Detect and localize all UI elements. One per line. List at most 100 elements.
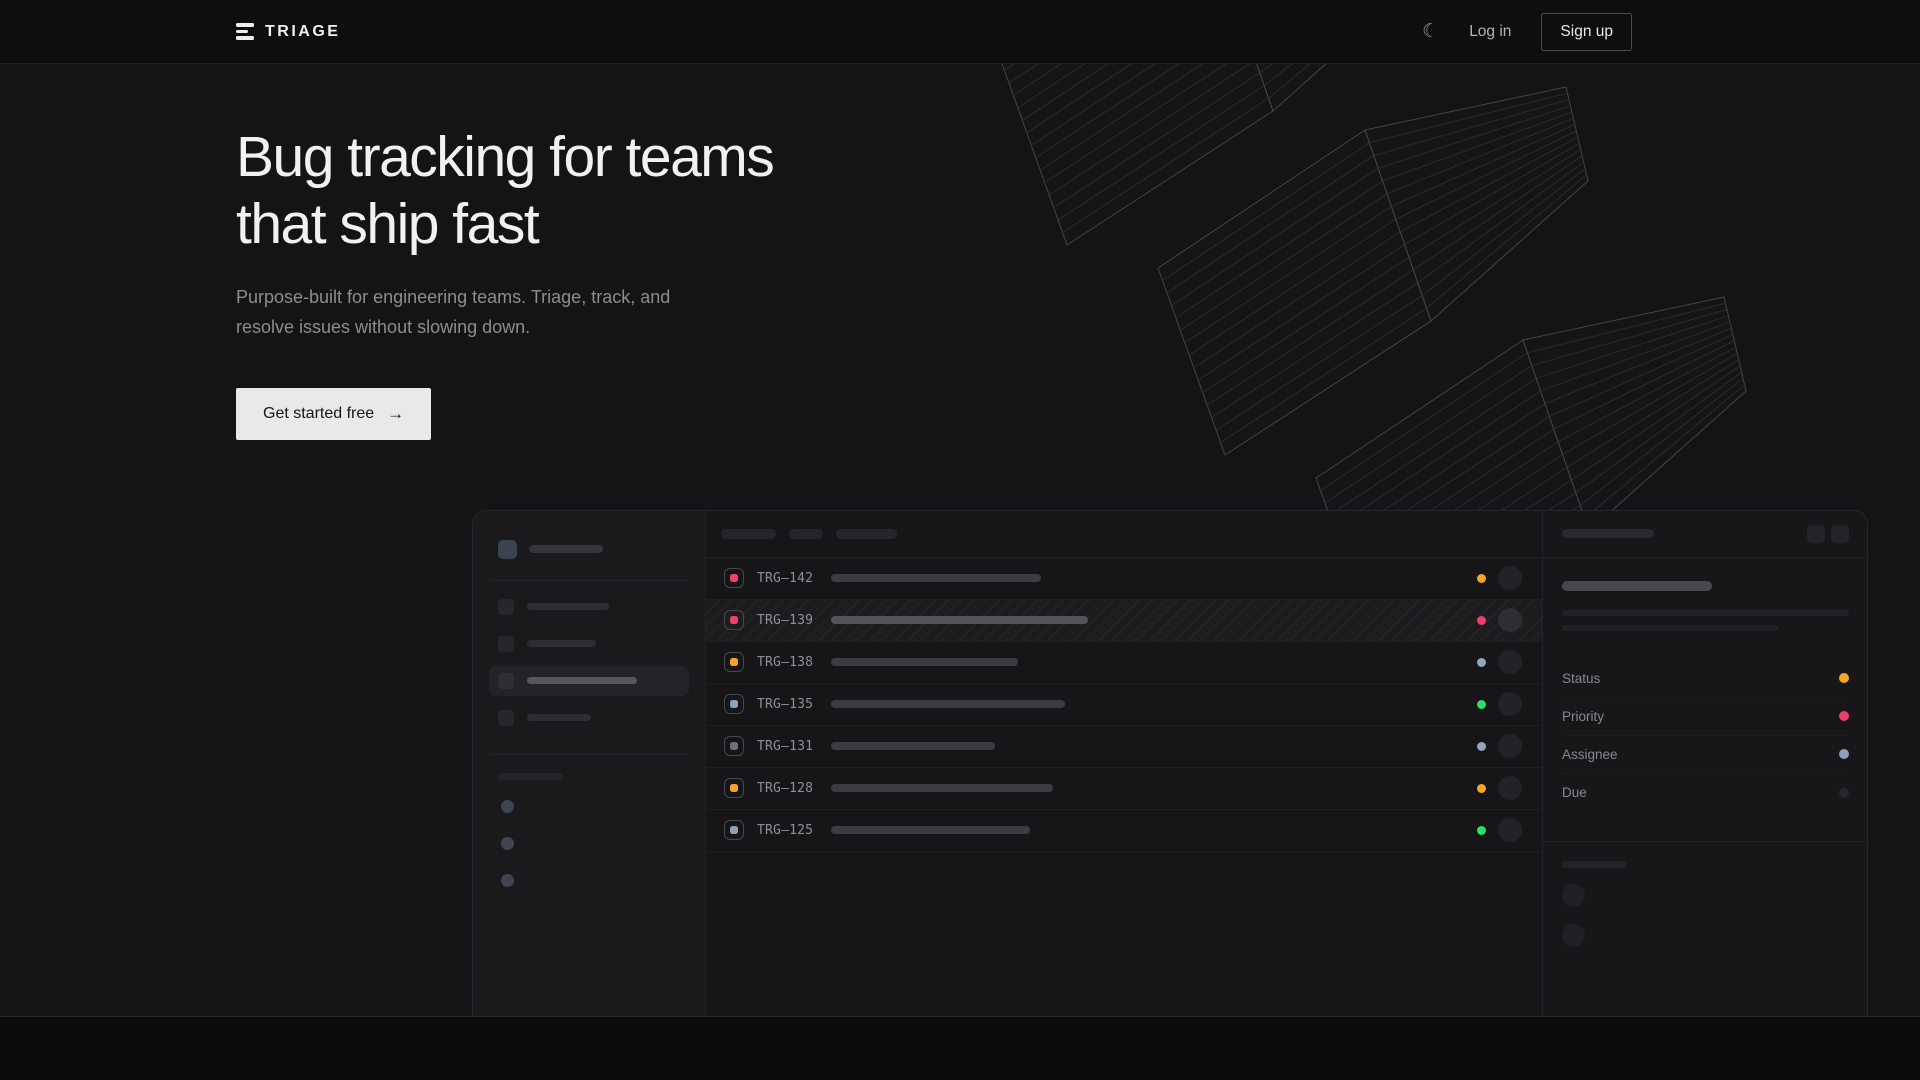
skeleton-bar — [529, 545, 603, 554]
get-started-label: Get started free — [263, 404, 375, 422]
skeleton-tab — [721, 528, 776, 539]
status-dot — [1477, 657, 1486, 667]
issue-row: TRG–139 — [706, 599, 1542, 642]
moon-icon[interactable]: ☾ — [1422, 21, 1440, 42]
triage-logo-icon — [236, 23, 254, 40]
mockup-nav-items — [489, 592, 689, 733]
login-link[interactable]: Log in — [1469, 22, 1512, 40]
top-nav: TRIAGE ☾ Log in Sign up — [0, 0, 1920, 64]
dot — [501, 836, 514, 850]
status-dot — [1477, 615, 1486, 625]
brand-name: TRIAGE — [265, 22, 341, 40]
mockup-account — [489, 539, 689, 559]
detail-header — [1543, 511, 1867, 558]
issue-row: TRG–142 — [706, 558, 1542, 600]
hero-subtitle: Purpose-built for engineering teams. Tri… — [236, 287, 671, 337]
comment-avatar — [1562, 923, 1585, 947]
field-value-dot — [1839, 673, 1849, 684]
status-dot — [1477, 783, 1486, 793]
skeleton-bar — [831, 616, 1089, 625]
skeleton-bar — [831, 658, 1019, 667]
issue-id: TRG–125 — [757, 822, 814, 838]
nav-item-icon — [498, 635, 514, 652]
arrow-right-icon: → — [387, 403, 405, 423]
detail-fields: Status Priority Assignee Due — [1562, 660, 1849, 812]
mockup-sidebar-dots — [501, 799, 689, 887]
issue-type-icon — [724, 568, 744, 589]
divider — [489, 579, 689, 581]
hero-title: Bug tracking for teams that ship fast — [236, 124, 1632, 257]
skeleton-bar — [831, 700, 1066, 709]
field-value-dot — [1839, 787, 1849, 798]
skeleton-bar — [527, 677, 637, 685]
field-value-dot — [1839, 711, 1849, 722]
status-dot — [1477, 741, 1486, 751]
skeleton-line — [1562, 624, 1778, 631]
mockup-nav-item-active — [489, 665, 689, 696]
skeleton-bar — [831, 742, 996, 751]
issue-row: TRG–125 — [706, 810, 1542, 852]
hero-title-line1: Bug tracking for teams — [236, 125, 775, 189]
assignee-avatar — [1498, 776, 1522, 801]
skeleton-bar — [831, 826, 1031, 835]
comment-avatar — [1562, 883, 1585, 907]
skeleton-bar — [527, 714, 591, 722]
mockup-nav-item — [489, 629, 689, 659]
issue-id: TRG–128 — [757, 780, 814, 796]
divider — [489, 753, 689, 755]
hero-section: Bug tracking for teams that ship fast Pu… — [0, 64, 1920, 1016]
detail-field-row: Priority — [1562, 698, 1849, 736]
field-label: Due — [1562, 785, 1587, 801]
issue-row: TRG–138 — [706, 642, 1542, 684]
panel-action-icon — [1807, 524, 1825, 543]
issue-row: TRG–131 — [706, 726, 1542, 768]
workspace-avatar — [498, 539, 517, 559]
skeleton-tab — [789, 528, 823, 539]
nav-item-icon — [498, 709, 514, 726]
issue-type-icon — [724, 778, 744, 799]
detail-field-row: Due — [1562, 774, 1849, 812]
issue-type-icon — [724, 610, 744, 631]
field-label: Priority — [1562, 708, 1605, 724]
assignee-avatar — [1498, 692, 1522, 717]
panel-action-icon — [1831, 524, 1849, 543]
assignee-avatar — [1498, 650, 1522, 675]
assignee-avatar — [1498, 566, 1522, 591]
status-dot — [1477, 699, 1486, 709]
field-label: Assignee — [1562, 746, 1618, 762]
issue-type-icon — [724, 652, 744, 673]
skeleton-section-label — [1562, 860, 1627, 868]
status-dot — [1477, 825, 1486, 835]
hero-title-line2: that ship fast — [236, 191, 540, 256]
detail-field-row: Status — [1562, 660, 1849, 698]
nav-item-icon — [498, 672, 514, 689]
mockup-nav-item — [489, 703, 689, 733]
dot — [501, 799, 514, 813]
divider — [1543, 840, 1867, 842]
skeleton-bar — [527, 640, 596, 648]
get-started-button[interactable]: Get started free → — [236, 387, 432, 440]
issue-id: TRG–142 — [757, 570, 814, 586]
mockup-list-header — [706, 511, 1542, 558]
detail-body: Status Priority Assignee Due — [1543, 580, 1867, 947]
hero-content: Bug tracking for teams that ship fast Pu… — [236, 64, 1868, 1016]
issue-type-icon — [724, 820, 744, 841]
brand-logo[interactable]: TRIAGE — [236, 23, 340, 41]
signup-button[interactable]: Sign up — [1541, 12, 1632, 51]
issue-id: TRG–139 — [757, 612, 814, 628]
skeleton-section-label — [498, 772, 563, 780]
skeleton-line — [1562, 609, 1849, 616]
status-dot — [1477, 573, 1486, 583]
skeleton-title-bar — [1562, 580, 1712, 591]
issue-type-icon — [724, 694, 744, 715]
skeleton-bar — [831, 784, 1054, 793]
assignee-avatar — [1498, 734, 1522, 759]
mockup-issue-list: TRG–142 TRG–139 TRG–138 TRG–1 — [706, 510, 1543, 1016]
issue-id: TRG–135 — [757, 696, 814, 712]
issue-row: TRG–135 — [706, 684, 1542, 726]
assignee-avatar — [1498, 608, 1522, 633]
issue-id: TRG–138 — [757, 654, 814, 670]
footer-band — [0, 1016, 1920, 1080]
nav-actions: ☾ Log in Sign up — [1422, 12, 1632, 51]
